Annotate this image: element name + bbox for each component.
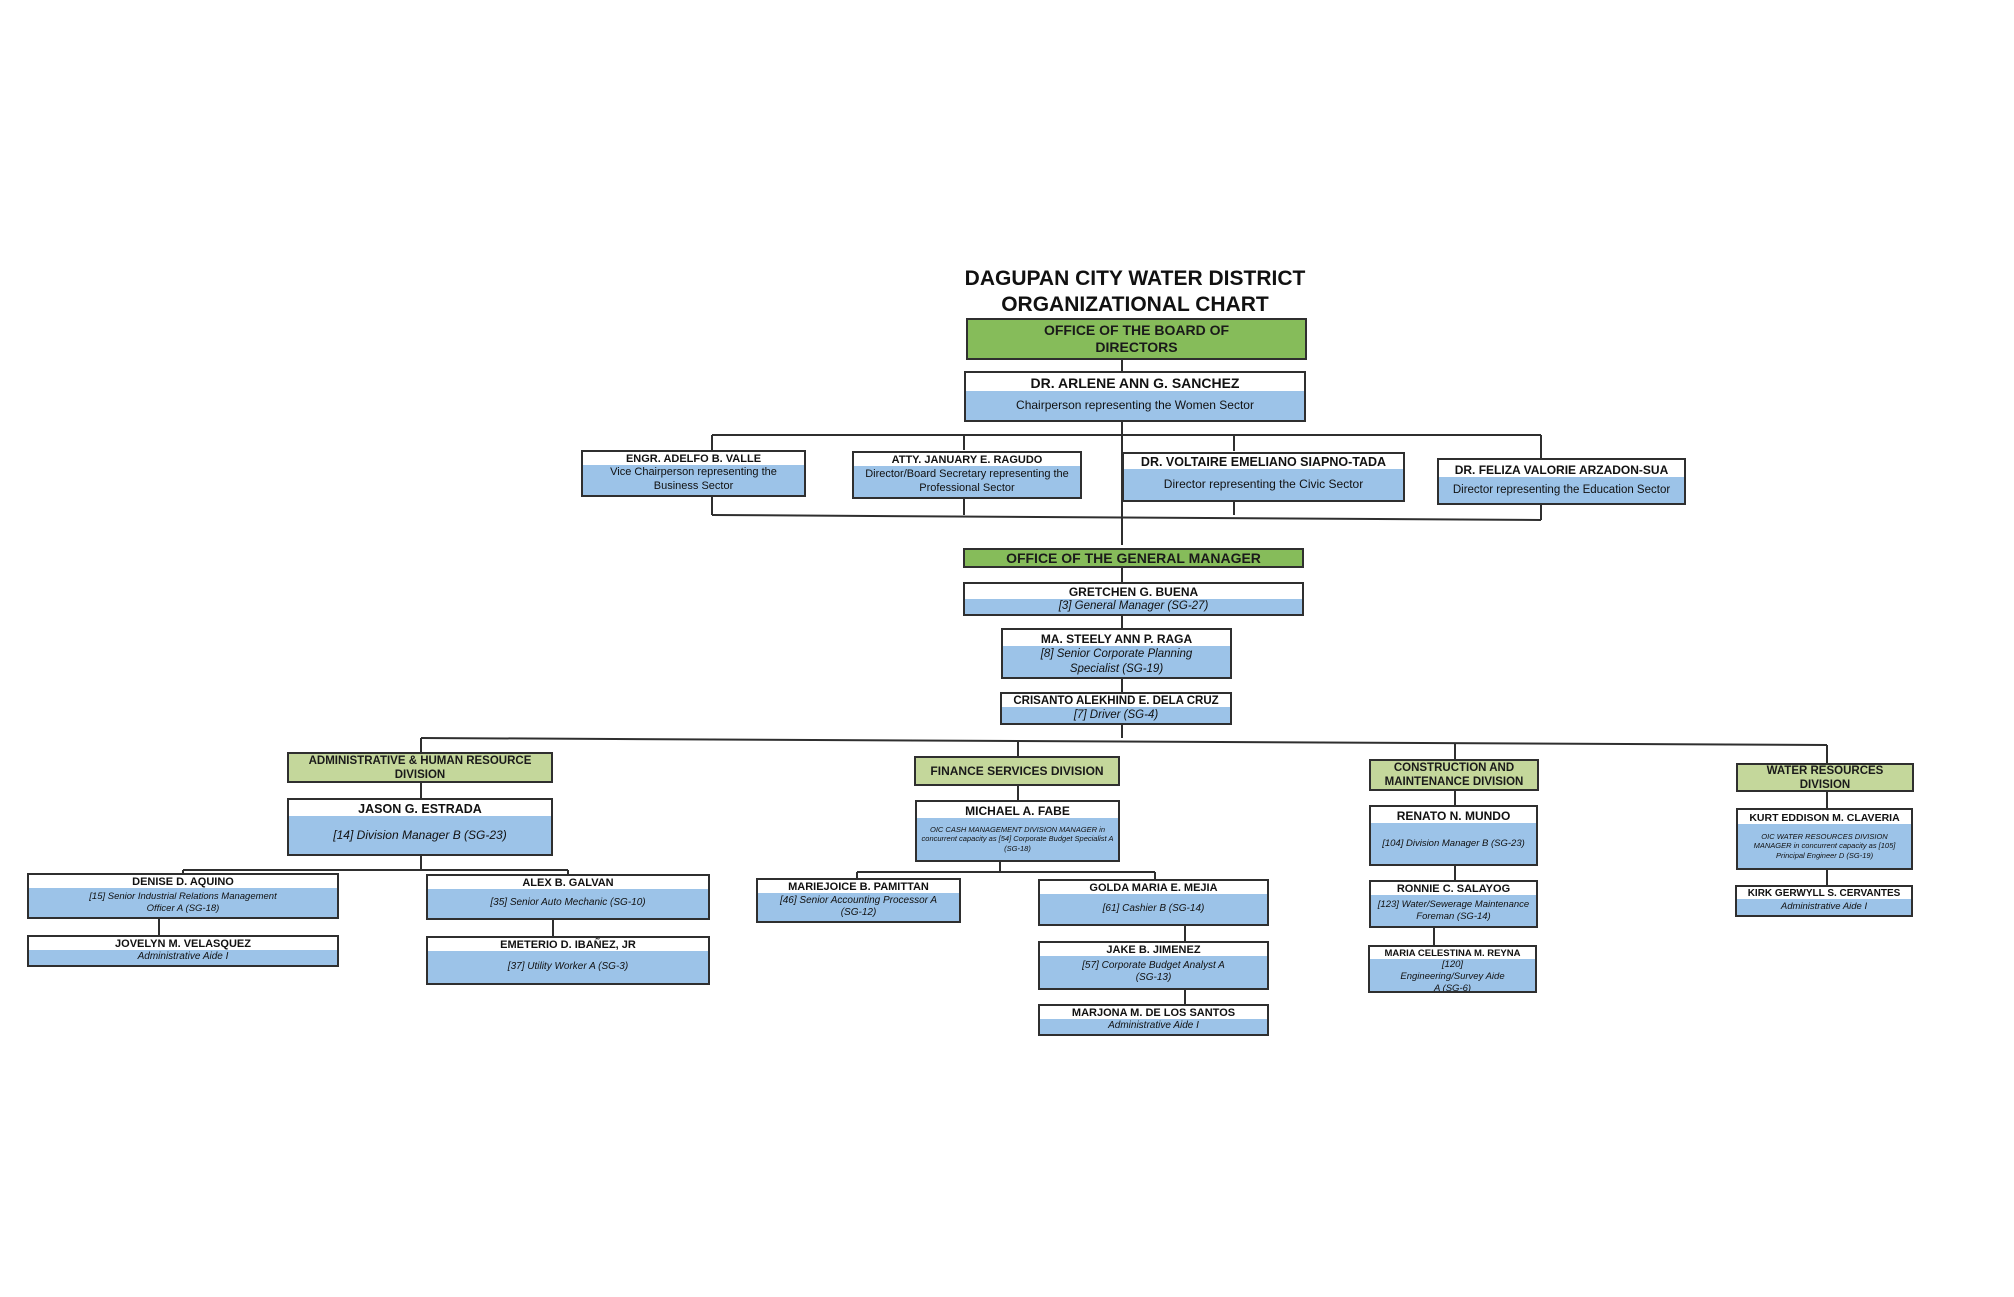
- node-position: [104] Division Manager B (SG-23): [1371, 823, 1536, 864]
- node-name: RONNIE C. SALAYOG: [1371, 882, 1536, 895]
- node-position: Director representing the Education Sect…: [1439, 477, 1684, 503]
- node-name: DR. VOLTAIRE EMELIANO SIAPNO-TADA: [1124, 454, 1403, 469]
- node-position: Vice Chairperson representing the Busine…: [583, 465, 804, 495]
- node-name: MICHAEL A. FABE: [917, 802, 1118, 818]
- org-node-board-member: DR. VOLTAIRE EMELIANO SIAPNO-TADA Direct…: [1122, 452, 1405, 502]
- node-position: [15] Senior Industrial Relations Managem…: [29, 888, 337, 917]
- org-node-board-member: ATTY. JANUARY E. RAGUDO Director/Board S…: [852, 451, 1082, 499]
- admin-division-header: ADMINISTRATIVE & HUMAN RESOURCE DIVISION: [287, 752, 553, 783]
- org-node-water-staff: KIRK GERWYLL S. CERVANTES Administrative…: [1735, 885, 1913, 917]
- finance-division-header-label: FINANCE SERVICES DIVISION: [930, 764, 1104, 778]
- admin-division-header-label: ADMINISTRATIVE & HUMAN RESOURCE DIVISION: [308, 754, 532, 781]
- board-header-label: OFFICE OF THE BOARD OF DIRECTORS: [1043, 322, 1230, 355]
- node-name: EMETERIO D. IBAÑEZ, JR: [428, 938, 708, 951]
- org-node-admin-staff: EMETERIO D. IBAÑEZ, JR [37] Utility Work…: [426, 936, 710, 985]
- node-position: [37] Utility Worker A (SG-3): [428, 951, 708, 983]
- node-name: JASON G. ESTRADA: [289, 800, 551, 816]
- org-node-chair: DR. ARLENE ANN G. SANCHEZ Chairperson re…: [964, 371, 1306, 422]
- org-node-planning-specialist: MA. STEELY ANN P. RAGA [8] Senior Corpor…: [1001, 628, 1232, 679]
- node-name: JAKE B. JIMENEZ: [1040, 943, 1267, 956]
- chart-title-line-1: DAGUPAN CITY WATER DISTRICT: [964, 267, 1306, 290]
- node-name: KURT EDDISON M. CLAVERIA: [1738, 810, 1911, 824]
- node-position: [46] Senior Accounting Processor A (SG-1…: [758, 893, 959, 921]
- node-position: Director/Board Secretary representing th…: [854, 466, 1080, 497]
- org-node-driver: CRISANTO ALEKHIND E. DELA CRUZ [7] Drive…: [1000, 692, 1232, 725]
- node-position: OIC WATER RESOURCES DIVISION MANAGER in …: [1738, 824, 1911, 868]
- org-node-finance-staff: MARJONA M. DE LOS SANTOS Administrative …: [1038, 1004, 1269, 1036]
- node-name: DR. ARLENE ANN G. SANCHEZ: [966, 373, 1304, 391]
- node-name: KIRK GERWYLL S. CERVANTES: [1737, 887, 1911, 899]
- org-node-finance-head: MICHAEL A. FABE OIC CASH MANAGEMENT DIVI…: [915, 800, 1120, 862]
- node-name: MA. STEELY ANN P. RAGA: [1003, 630, 1230, 646]
- node-position: [57] Corporate Budget Analyst A (SG-13): [1040, 956, 1267, 988]
- org-node-construction-staff: RONNIE C. SALAYOG [123] Water/Sewerage M…: [1369, 880, 1538, 928]
- node-position: Director representing the Civic Sector: [1124, 469, 1403, 500]
- org-node-admin-staff: DENISE D. AQUINO [15] Senior Industrial …: [27, 873, 339, 919]
- node-position: [35] Senior Auto Mechanic (SG-10): [428, 889, 708, 918]
- finance-division-header: FINANCE SERVICES DIVISION: [914, 756, 1120, 786]
- water-division-header-label: WATER RESOURCES DIVISION: [1766, 764, 1884, 791]
- node-position: [7] Driver (SG-4): [1002, 707, 1230, 723]
- node-position: Administrative Aide I: [1040, 1019, 1267, 1034]
- node-position: [61] Cashier B (SG-14): [1040, 894, 1267, 924]
- node-name: GRETCHEN G. BUENA: [965, 584, 1302, 599]
- node-name: DENISE D. AQUINO: [29, 875, 337, 888]
- node-position: [123] Water/Sewerage Maintenance Foreman…: [1371, 895, 1536, 926]
- org-node-board-member: ENGR. ADELFO B. VALLE Vice Chairperson r…: [581, 450, 806, 497]
- chart-title: DAGUPAN CITY WATER DISTRICT ORGANIZATION…: [860, 266, 1410, 318]
- org-node-admin-staff: JOVELYN M. VELASQUEZ Administrative Aide…: [27, 935, 339, 967]
- chart-title-line-2: ORGANIZATIONAL CHART: [1001, 293, 1269, 316]
- node-name: MARIEJOICE B. PAMITTAN: [758, 880, 959, 893]
- org-node-finance-staff: GOLDA MARIA E. MEJIA [61] Cashier B (SG-…: [1038, 879, 1269, 926]
- construction-division-header: CONSTRUCTION AND MAINTENANCE DIVISION: [1369, 759, 1539, 791]
- org-node-admin-head: JASON G. ESTRADA [14] Division Manager B…: [287, 798, 553, 856]
- org-node-construction-staff: MARIA CELESTINA M. REYNA [120] Engineeri…: [1368, 945, 1537, 993]
- water-division-header: WATER RESOURCES DIVISION: [1736, 763, 1914, 792]
- node-name: MARIA CELESTINA M. REYNA: [1370, 947, 1535, 959]
- node-name: JOVELYN M. VELASQUEZ: [29, 937, 337, 950]
- org-node-finance-staff: JAKE B. JIMENEZ [57] Corporate Budget An…: [1038, 941, 1269, 990]
- node-name: ALEX B. GALVAN: [428, 876, 708, 889]
- node-name: ATTY. JANUARY E. RAGUDO: [854, 453, 1080, 466]
- node-name: RENATO N. MUNDO: [1371, 807, 1536, 823]
- node-name: DR. FELIZA VALORIE ARZADON-SUA: [1439, 460, 1684, 477]
- gm-office-header-label: OFFICE OF THE GENERAL MANAGER: [1006, 550, 1261, 566]
- node-position: Administrative Aide I: [1737, 899, 1911, 915]
- org-node-board-member: DR. FELIZA VALORIE ARZADON-SUA Director …: [1437, 458, 1686, 505]
- node-position: [120] Engineering/Survey Aide A (SG-6): [1370, 959, 1535, 991]
- node-position: [14] Division Manager B (SG-23): [289, 816, 551, 854]
- node-name: MARJONA M. DE LOS SANTOS: [1040, 1006, 1267, 1019]
- org-node-general-manager: GRETCHEN G. BUENA [3] General Manager (S…: [963, 582, 1304, 616]
- org-node-water-head: KURT EDDISON M. CLAVERIA OIC WATER RESOU…: [1736, 808, 1913, 870]
- node-name: ENGR. ADELFO B. VALLE: [583, 452, 804, 465]
- org-node-finance-staff: MARIEJOICE B. PAMITTAN [46] Senior Accou…: [756, 878, 961, 923]
- org-node-admin-staff: ALEX B. GALVAN [35] Senior Auto Mechanic…: [426, 874, 710, 920]
- node-position: Administrative Aide I: [29, 950, 337, 965]
- board-header: OFFICE OF THE BOARD OF DIRECTORS: [966, 318, 1307, 360]
- node-position: [8] Senior Corporate Planning Specialist…: [1003, 646, 1230, 677]
- gm-office-header: OFFICE OF THE GENERAL MANAGER: [963, 548, 1304, 568]
- node-position: [3] General Manager (SG-27): [965, 599, 1302, 614]
- node-name: CRISANTO ALEKHIND E. DELA CRUZ: [1002, 694, 1230, 707]
- node-position: Chairperson representing the Women Secto…: [966, 391, 1304, 420]
- node-name: GOLDA MARIA E. MEJIA: [1040, 881, 1267, 894]
- org-node-construction-head: RENATO N. MUNDO [104] Division Manager B…: [1369, 805, 1538, 866]
- construction-division-header-label: CONSTRUCTION AND MAINTENANCE DIVISION: [1384, 762, 1524, 788]
- node-position: OIC CASH MANAGEMENT DIVISION MANAGER in …: [917, 818, 1118, 860]
